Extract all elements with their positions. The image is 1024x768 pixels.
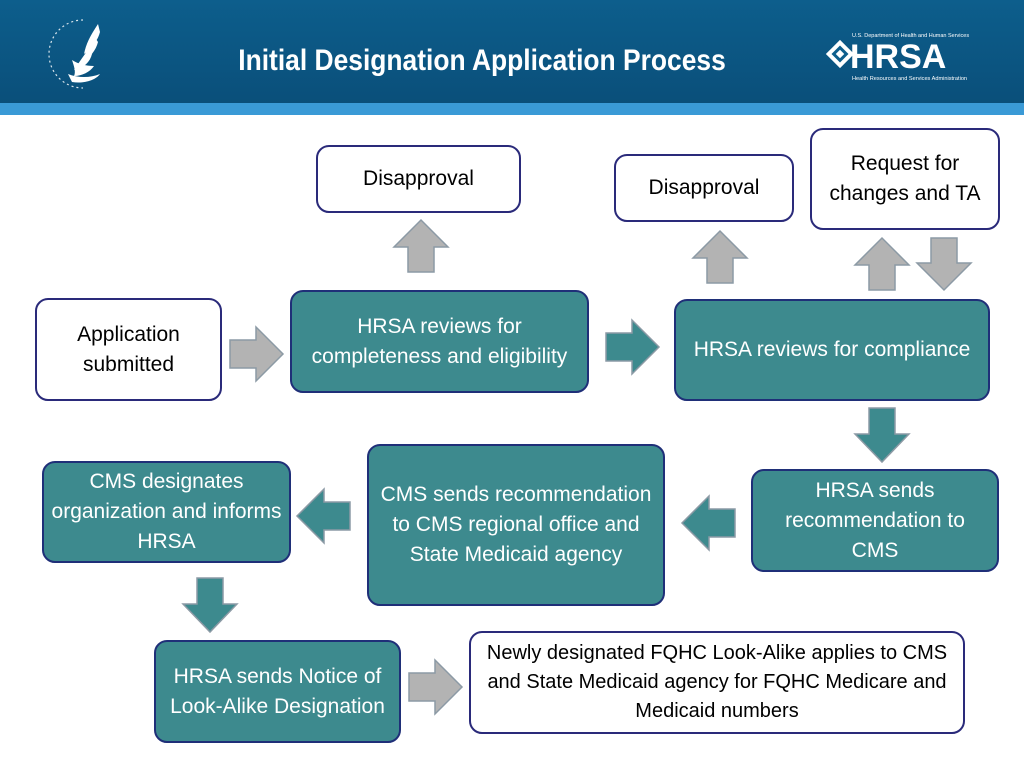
cms-sends-recommendation-box: CMS sends recommendation to CMS regional…: [367, 444, 665, 606]
hhs-eagle-logo-icon: [48, 19, 100, 89]
down-arrow-icon: [915, 237, 973, 292]
application-submitted-box: Application submitted: [35, 298, 222, 401]
up-arrow-icon: [691, 229, 749, 284]
page-title: Initial Designation Application Process: [238, 44, 726, 77]
disapproval-box-2: Disapproval: [614, 154, 794, 222]
header-stripe: [0, 103, 1024, 115]
up-arrow-icon: [392, 218, 450, 273]
hrsa-logo: U.S. Department of Health and Human Serv…: [825, 33, 969, 82]
left-arrow-icon: [295, 487, 351, 545]
cms-designates-box: CMS designates organization and informs …: [42, 461, 291, 563]
hrsa-top-text: U.S. Department of Health and Human Serv…: [852, 33, 969, 39]
disapproval-box-1: Disapproval: [316, 145, 521, 213]
hrsa-diamond-icon: [825, 39, 855, 69]
right-arrow-icon: [408, 658, 464, 716]
review-completeness-box: HRSA reviews for completeness and eligib…: [290, 290, 589, 393]
header-banner: [0, 0, 1024, 103]
hrsa-sends-recommendation-box: HRSA sends recommendation to CMS: [751, 469, 999, 572]
hrsa-bottom-text: Health Resources and Services Administra…: [852, 76, 967, 82]
down-arrow-icon: [853, 407, 911, 464]
review-compliance-box: HRSA reviews for compliance: [674, 299, 990, 401]
newly-designated-box: Newly designated FQHC Look-Alike applies…: [469, 631, 965, 734]
down-arrow-icon: [181, 577, 239, 634]
right-arrow-icon: [605, 318, 661, 376]
request-changes-box: Request for changes and TA: [810, 128, 1000, 230]
hrsa-sends-notice-box: HRSA sends Notice of Look-Alike Designat…: [154, 640, 401, 743]
left-arrow-icon: [680, 494, 736, 552]
up-arrow-icon: [853, 236, 911, 291]
right-arrow-icon: [229, 325, 285, 383]
hrsa-wordmark: HRSA: [850, 38, 946, 76]
